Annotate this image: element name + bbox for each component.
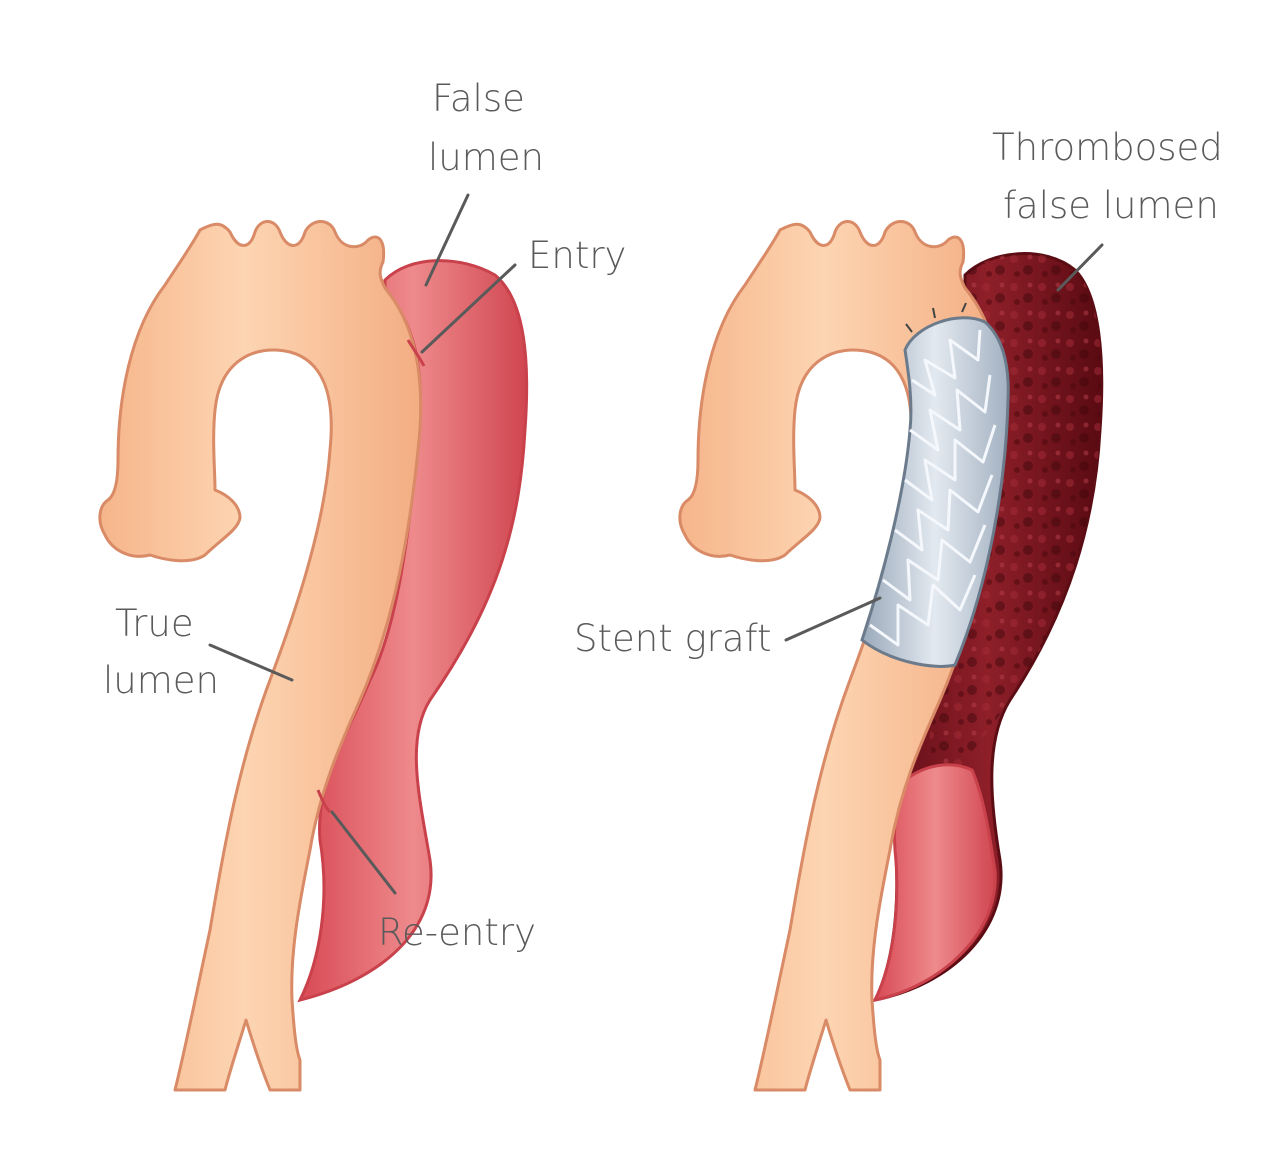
thrombosed-leader [1056, 243, 1104, 292]
stent-graft-leader [784, 596, 882, 642]
stent-graft-panel: Thrombosed false lumen Stent graft [574, 126, 1223, 1092]
entry-tear [406, 339, 426, 367]
false-lumen-leader [424, 193, 470, 287]
dissection-panel: False lumen Entry True lumen Re-entry [98, 77, 626, 1092]
true-lumen-aorta [98, 220, 423, 1092]
stent-graft-label: Stent graft [574, 617, 771, 660]
false-lumen-label-line1: False [432, 77, 525, 120]
entry-leader [420, 263, 517, 354]
residual-false-lumen [872, 763, 997, 1003]
stent-hooks [905, 302, 967, 333]
false-lumen-label-line2: lumen [428, 136, 544, 179]
re-entry-leader [330, 810, 397, 895]
stent-wire-pattern [869, 329, 997, 647]
thrombus-texture [930, 253, 1102, 781]
false-lumen-shape [297, 259, 529, 1003]
true-lumen-leader [208, 643, 294, 682]
entry-label: Entry [528, 234, 626, 277]
thrombosed-label-line2: false lumen [1003, 184, 1219, 227]
true-lumen-label-line2: lumen [103, 659, 219, 702]
re-entry-label: Re-entry [378, 911, 536, 954]
re-entry-tear [316, 789, 332, 814]
true-lumen-label-line1: True [115, 602, 194, 645]
thrombosed-label-line1: Thrombosed [992, 126, 1223, 169]
